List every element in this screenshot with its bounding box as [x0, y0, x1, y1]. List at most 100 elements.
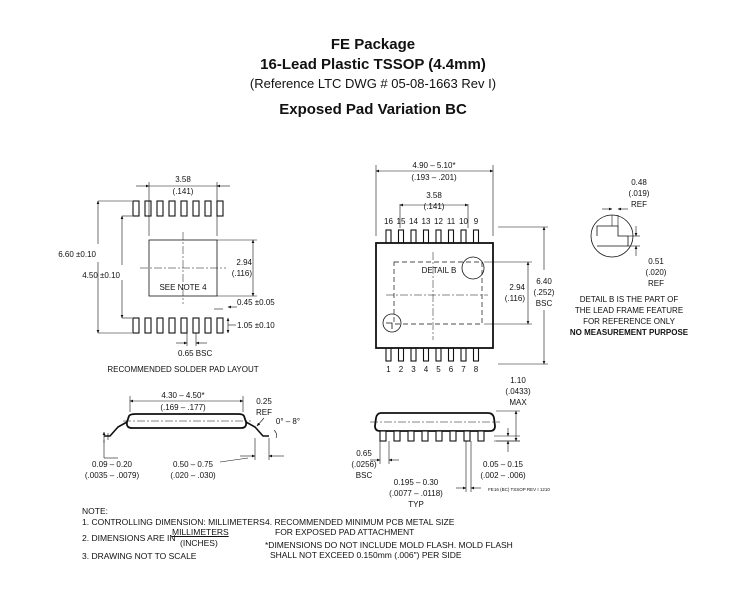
dim-051: 0.51: [648, 257, 664, 266]
dim-105: 1.05 ±0.10: [237, 321, 275, 330]
pin-number: 12: [434, 217, 443, 226]
top-view-pins-bottom: [385, 347, 480, 362]
solder-pad: [180, 317, 188, 334]
dim-005-inch: (.002 – .006): [480, 471, 526, 480]
package-lead: [435, 347, 442, 362]
package-lead: [397, 347, 405, 362]
package-lead: [435, 229, 442, 244]
dim-110-inch: (.0433): [505, 387, 531, 396]
dim-640-bsc: BSC: [536, 299, 553, 308]
dim-009-inch: (.0035 – .0079): [85, 471, 140, 480]
solder-pads-bottom: [132, 317, 224, 334]
note-2-inch: (INCHES): [180, 538, 218, 548]
package-lead: [397, 229, 405, 244]
notes-title: NOTE:: [82, 506, 108, 516]
dim-660: 6.60 ±0.10: [58, 250, 96, 259]
note-5-line-1: *DIMENSIONS DO NOT INCLUDE MOLD FLASH. M…: [265, 540, 513, 550]
solder-pad: [132, 200, 140, 217]
dim-009: 0.09 – 0.20: [92, 460, 133, 469]
side-lead: [449, 430, 457, 442]
solder-pad: [168, 200, 176, 217]
dim-0195-typ: TYP: [408, 500, 424, 509]
solder-pad: [192, 317, 200, 334]
solder-layout-caption: RECOMMENDED SOLDER PAD LAYOUT: [107, 365, 258, 374]
solder-pad-layout: SEE NOTE 4 3.58 (.141) 6.60 ±0.10 4.50 ±…: [58, 175, 275, 374]
package-variation: Exposed Pad Variation BC: [279, 101, 467, 118]
solder-pad: [180, 200, 188, 217]
package-lead: [460, 229, 467, 244]
dim-065-side: 0.65: [356, 449, 372, 458]
solder-pad: [156, 200, 164, 217]
package-lead: [422, 229, 430, 244]
detail-b-note-2: THE LEAD FRAME FEATURE: [575, 306, 683, 315]
dim-358-inch: (.141): [173, 187, 194, 196]
package-lead: [447, 347, 455, 362]
solder-pad: [204, 317, 212, 334]
side-lead: [393, 430, 401, 442]
package-lead: [447, 229, 455, 244]
package-title: FE Package: [330, 36, 416, 53]
drawing-id: FE16 (BC) TSSOP REV I 1210: [488, 487, 550, 492]
dim-051-inch: (.020): [646, 268, 667, 277]
pin-number: 14: [409, 217, 418, 226]
package-lead: [410, 229, 417, 244]
dim-045: 0.45 ±0.05: [237, 298, 275, 307]
dim-294-top: 2.94: [509, 283, 525, 292]
package-body: [375, 242, 494, 349]
dim-005: 0.05 – 0.15: [483, 460, 524, 469]
dim-110: 1.10: [510, 376, 526, 385]
dim-050: 0.50 – 0.75: [173, 460, 214, 469]
package-type: 16-Lead Plastic TSSOP (4.4mm): [260, 56, 486, 73]
side-lead: [421, 430, 429, 442]
lead-angle: 0° – 8°: [276, 417, 300, 426]
dim-294-top-inch: (.116): [505, 294, 526, 303]
pin-number: 1: [386, 365, 391, 374]
dim-065-side-bsc: BSC: [356, 471, 373, 480]
solder-pad: [216, 200, 224, 217]
dim-025: 0.25: [256, 397, 272, 406]
pin-number: 3: [411, 365, 416, 374]
dim-065-side-inch: (.0256): [351, 460, 377, 469]
dim-358-top: 3.58: [426, 191, 442, 200]
dim-0195-inch: (.0077 – .0118): [389, 489, 443, 498]
solder-pad: [204, 200, 212, 217]
side-lead: [379, 430, 387, 442]
dim-450: 4.50 ±0.10: [82, 271, 120, 280]
detail-b: 0.48 (.019) REF 0.51 (.020) REF DETAIL B…: [570, 178, 689, 337]
solder-pad: [192, 200, 200, 217]
package-lead: [385, 229, 392, 244]
side-lead: [407, 430, 415, 442]
top-view-pins-top: [385, 229, 480, 244]
pin-number: 9: [474, 217, 479, 226]
pin1-marker-circle: [382, 313, 402, 333]
detail-b-label: DETAIL B: [422, 266, 457, 275]
dim-048-inch: (.019): [629, 189, 650, 198]
side-view-body: [374, 412, 496, 432]
solder-pad: [144, 200, 152, 217]
detail-b-note-4: NO MEASUREMENT PURPOSE: [570, 328, 689, 337]
dim-294: 2.94: [236, 258, 252, 267]
dim-051-ref: REF: [648, 279, 664, 288]
side-view: 1.10 (.0433) MAX 0.65 (.0256) BSC 0.195 …: [351, 376, 550, 509]
note-4-line-2: FOR EXPOSED PAD ATTACHMENT: [275, 527, 415, 537]
pin-number: 8: [474, 365, 479, 374]
solder-pad: [132, 317, 140, 334]
package-lead: [385, 347, 392, 362]
side-lead: [435, 430, 443, 442]
package-reference: (Reference LTC DWG # 05-08-1663 Rev I): [249, 76, 497, 91]
package-lead: [410, 347, 417, 362]
package-lead: [472, 229, 480, 244]
solder-pad: [144, 317, 152, 334]
dim-length-inch: (.193 – .201): [411, 173, 457, 182]
side-view-leads: [379, 430, 485, 442]
pin-number: 16: [384, 217, 393, 226]
dim-640-inch: (.252): [534, 288, 555, 297]
dim-358: 3.58: [175, 175, 191, 184]
end-view: 4.30 – 4.50* (.169 – .177) 0.25 REF 0° –…: [85, 391, 300, 480]
dim-0195: 0.195 – 0.30: [394, 478, 439, 487]
note-1: 1. CONTROLLING DIMENSION: MILLIMETERS: [82, 517, 265, 527]
dim-640: 6.40: [536, 277, 552, 286]
